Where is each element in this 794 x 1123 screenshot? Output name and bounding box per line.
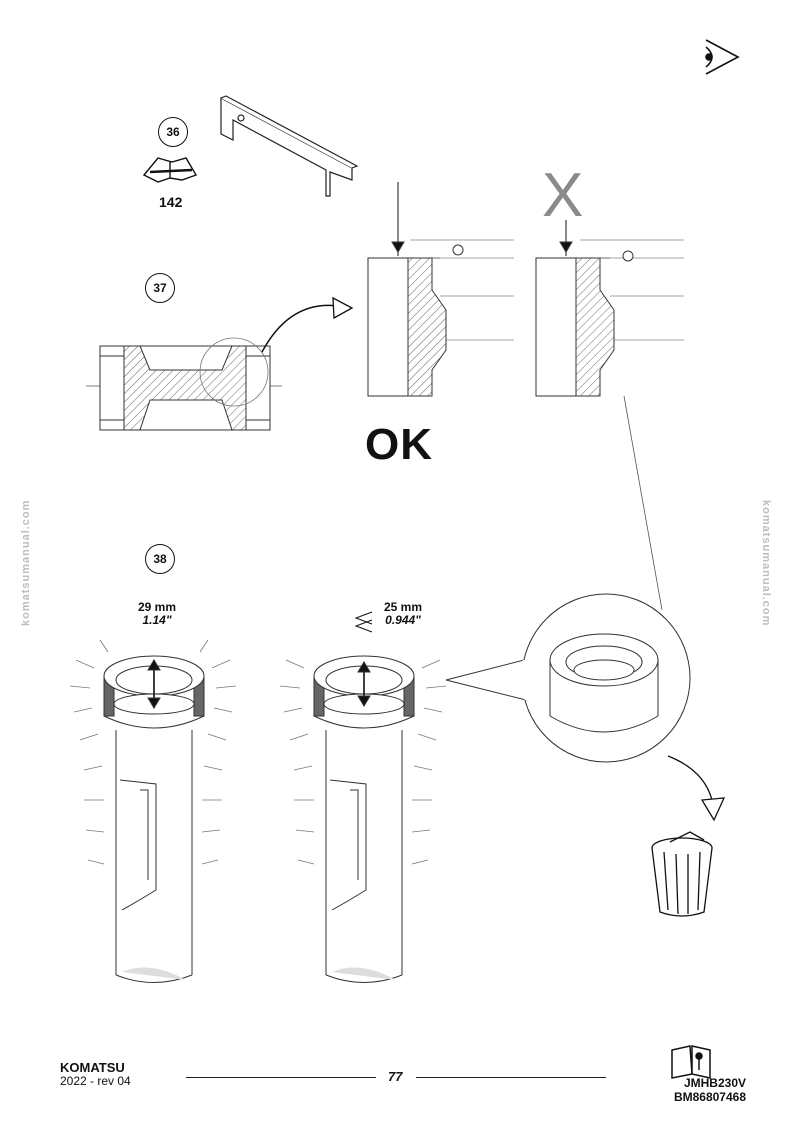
- shine-rays: [69, 639, 447, 865]
- worn-dimension-imperial: 0.944": [385, 613, 421, 627]
- worn-dimension-metric: 25 mm: [384, 600, 423, 614]
- footer-rule-right: [416, 1077, 606, 1078]
- worn-dimension: 25 mm 0.944": [384, 601, 422, 627]
- good-bushing-cylinder: [103, 655, 205, 983]
- page-number: 77: [388, 1069, 403, 1084]
- wrong-detail: [535, 220, 684, 611]
- step-number-37: 37: [145, 273, 175, 303]
- manual-reference: 142: [159, 194, 183, 210]
- good-dimension-metric: 29 mm: [138, 600, 177, 614]
- worn-bushing-cylinder: [313, 611, 415, 983]
- manual-book-icon: [142, 157, 198, 183]
- ok-detail: [367, 182, 514, 397]
- good-dimension: 29 mm 1.14": [138, 601, 176, 627]
- wrong-mark: X: [542, 161, 584, 230]
- discard-arrow: [667, 755, 726, 822]
- footer-revision: 2022 - rev 04: [60, 1074, 131, 1088]
- bushing-section: [86, 296, 354, 431]
- eye-icon: [705, 39, 740, 75]
- watermark-left: komatsumanual.com: [20, 499, 32, 626]
- footer-brand-block: KOMATSU 2022 - rev 04: [60, 1061, 131, 1088]
- footer-code: BM86807468: [673, 1090, 746, 1104]
- tool-manual-icon: [671, 1045, 711, 1079]
- footer-brand: KOMATSU: [60, 1060, 125, 1075]
- ok-label: OK: [365, 420, 433, 469]
- gauge-strip-tool: [220, 95, 359, 197]
- footer-codes: JMHB230V BM86807468: [642, 1076, 746, 1104]
- magnified-bushing: [445, 593, 691, 763]
- footer-model: JMHB230V: [683, 1076, 746, 1090]
- footer-rule-left: [186, 1077, 376, 1078]
- step-number-36: 36: [158, 117, 188, 147]
- watermark-right: komatsumanual.com: [760, 500, 772, 627]
- trash-bin-icon: [651, 831, 713, 917]
- step-number-38: 38: [145, 544, 175, 574]
- good-dimension-imperial: 1.14": [142, 613, 172, 627]
